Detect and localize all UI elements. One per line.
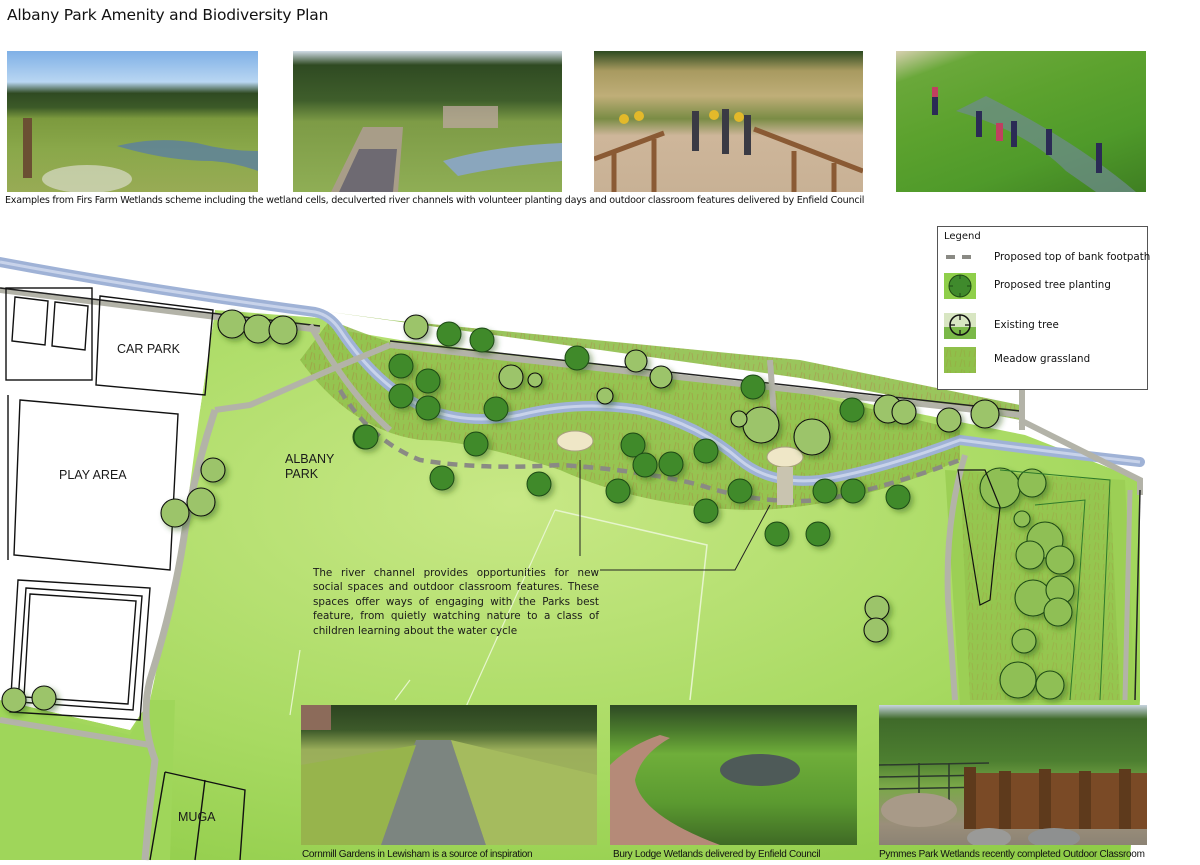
label-car-park: CAR PARK bbox=[117, 342, 180, 356]
label-play-area: PLAY AREA bbox=[59, 468, 127, 482]
bottom-caption-bury-lodge: Bury Lodge Wetlands delivered by Enfield… bbox=[613, 849, 821, 860]
photo-school-group-bridge bbox=[594, 51, 863, 192]
proposed-tree-icon bbox=[944, 273, 976, 299]
page-title: Albany Park Amenity and Biodiversity Pla… bbox=[7, 6, 329, 24]
meadow-swatch-icon bbox=[944, 347, 976, 373]
photo-volunteer-planting bbox=[896, 51, 1146, 192]
legend-title: Legend bbox=[944, 231, 981, 242]
photo-wetland-cells bbox=[7, 51, 258, 192]
photo-bury-lodge bbox=[610, 705, 857, 845]
photo-boardwalk-bridge bbox=[293, 51, 562, 192]
label-muga: MUGA bbox=[178, 810, 216, 824]
legend-item-proposed-tree: Proposed tree planting bbox=[944, 273, 1144, 299]
bottom-caption-pymmes: Pymmes Park Wetlands recently completed … bbox=[879, 849, 1145, 860]
existing-tree-icon bbox=[944, 313, 976, 339]
photo-cornmill-gardens bbox=[301, 705, 597, 845]
river-channel-callout: The river channel provides opportunities… bbox=[313, 567, 599, 637]
bottom-caption-cornmill: Cornmill Gardens in Lewisham is a source… bbox=[302, 849, 533, 860]
dashed-line-icon bbox=[946, 255, 974, 259]
top-photos-caption: Examples from Firs Farm Wetlands scheme … bbox=[5, 195, 865, 206]
label-albany-park-line1: ALBANY bbox=[285, 452, 335, 466]
map-legend: Legend Proposed top of bank footpath Pro… bbox=[937, 226, 1150, 390]
legend-item-footpath: Proposed top of bank footpath bbox=[944, 249, 1150, 275]
photo-pymmes-park bbox=[879, 705, 1147, 845]
label-albany-park-line2: PARK bbox=[285, 467, 319, 481]
legend-item-existing-tree: Existing tree bbox=[944, 313, 1144, 339]
legend-item-meadow: Meadow grassland bbox=[944, 347, 1144, 373]
